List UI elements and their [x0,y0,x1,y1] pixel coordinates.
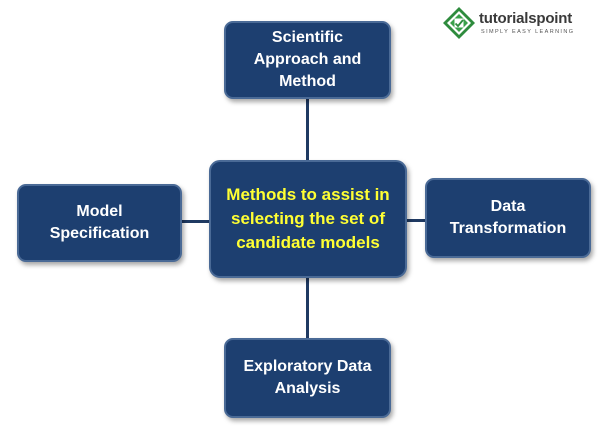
node-center-methods: Methods to assist in selecting the set o… [209,160,407,278]
logo-tagline: SIMPLY EASY LEARNING [481,29,575,35]
connector-bottom [306,276,309,340]
tutorialspoint-logo-icon [443,7,475,39]
node-model-specification-label: Model Specification [49,203,150,242]
node-exploratory-data-analysis-label: Exploratory Data Analysis [243,358,372,397]
tutorialspoint-logo: tutorialspoint SIMPLY EASY LEARNING [442,6,592,42]
connector-left [181,220,211,223]
node-center-methods-label: Methods to assist in selecting the set o… [226,185,390,252]
node-model-specification: Model Specification [17,184,182,262]
node-data-transformation: Data Transformation [425,178,591,258]
node-scientific-approach: Scientific Approach and Method [224,21,391,99]
connector-top [306,98,309,162]
node-scientific-approach-label: Scientific Approach and Method [253,29,362,90]
node-exploratory-data-analysis: Exploratory Data Analysis [224,338,391,418]
node-data-transformation-label: Data Transformation [449,198,567,237]
connector-right [404,219,428,222]
logo-wordmark: tutorialspoint [479,10,573,27]
